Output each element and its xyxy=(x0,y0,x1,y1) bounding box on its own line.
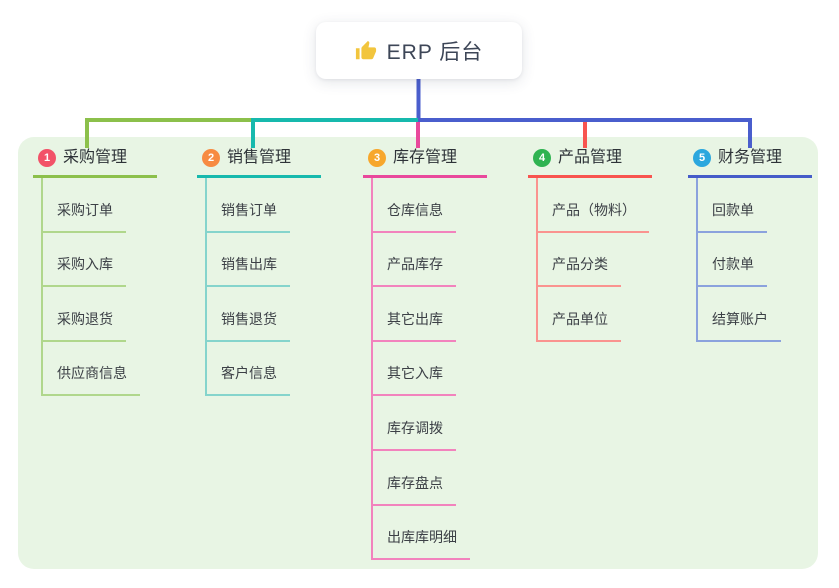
branch-2: 2 销售管理销售订单销售出库销售退货客户信息 xyxy=(197,147,322,397)
branch-number-badge: 2 xyxy=(202,149,220,167)
branches-panel xyxy=(18,137,818,569)
branch-2-connector xyxy=(251,118,418,148)
branch-items-connector xyxy=(536,178,538,342)
child-node[interactable]: 仓库信息 xyxy=(371,178,456,233)
child-node[interactable]: 其它出库 xyxy=(371,287,456,342)
branch-3: 3 库存管理仓库信息产品库存其它出库其它入库库存调拨库存盘点出库库明细 xyxy=(363,147,488,561)
child-node[interactable]: 销售出库 xyxy=(205,233,290,288)
branch-node[interactable]: 4 产品管理 xyxy=(528,147,653,178)
branch-items: 仓库信息产品库存其它出库其它入库库存调拨库存盘点出库库明细 xyxy=(363,178,487,561)
branch-number-badge: 4 xyxy=(533,149,551,167)
child-node[interactable]: 产品分类 xyxy=(536,233,621,288)
root-node-label: ERP 后台 xyxy=(386,40,484,64)
child-node[interactable]: 采购退货 xyxy=(41,287,126,342)
branch-number-badge: 5 xyxy=(693,149,711,167)
branch-items-connector xyxy=(371,178,373,561)
root-node[interactable]: ERP 后台 xyxy=(316,22,522,79)
branch-1-connector xyxy=(85,118,253,148)
branch-5-connector xyxy=(418,118,752,148)
branch-node[interactable]: 2 销售管理 xyxy=(197,147,322,178)
child-node[interactable]: 回款单 xyxy=(696,178,767,233)
child-node[interactable]: 结算账户 xyxy=(696,287,781,342)
child-node[interactable]: 付款单 xyxy=(696,233,767,288)
branch-node[interactable]: 1 采购管理 xyxy=(33,147,158,178)
branch-node[interactable]: 5 财务管理 xyxy=(688,147,813,178)
branch-4: 4 产品管理产品（物料）产品分类产品单位 xyxy=(528,147,653,342)
branch-title: 采购管理 xyxy=(63,149,128,166)
child-node[interactable]: 采购入库 xyxy=(41,233,126,288)
branch-title: 库存管理 xyxy=(393,149,458,166)
child-node[interactable]: 产品库存 xyxy=(371,233,456,288)
branch-items: 产品（物料）产品分类产品单位 xyxy=(528,178,652,342)
branch-1: 1 采购管理采购订单采购入库采购退货供应商信息 xyxy=(33,147,158,397)
branch-items-connector xyxy=(205,178,207,397)
child-node[interactable]: 出库库明细 xyxy=(371,506,470,561)
branch-title: 销售管理 xyxy=(227,149,292,166)
child-node[interactable]: 库存盘点 xyxy=(371,451,456,506)
branch-number-badge: 1 xyxy=(38,149,56,167)
child-node[interactable]: 客户信息 xyxy=(205,342,290,397)
thumbs-up-icon xyxy=(355,40,376,59)
branch-title: 财务管理 xyxy=(718,149,783,166)
branch-items-connector xyxy=(696,178,698,342)
branch-items-connector xyxy=(41,178,43,397)
branch-items: 采购订单采购入库采购退货供应商信息 xyxy=(33,178,157,397)
child-node[interactable]: 库存调拨 xyxy=(371,396,456,451)
branch-items: 回款单付款单结算账户 xyxy=(688,178,812,342)
branch-title: 产品管理 xyxy=(558,149,623,166)
child-node[interactable]: 销售订单 xyxy=(205,178,290,233)
child-node[interactable]: 其它入库 xyxy=(371,342,456,397)
child-node[interactable]: 产品单位 xyxy=(536,287,621,342)
child-node[interactable]: 供应商信息 xyxy=(41,342,140,397)
branch-items: 销售订单销售出库销售退货客户信息 xyxy=(197,178,321,397)
child-node[interactable]: 采购订单 xyxy=(41,178,126,233)
branch-number-badge: 3 xyxy=(368,149,386,167)
child-node[interactable]: 产品（物料） xyxy=(536,178,649,233)
child-node[interactable]: 销售退货 xyxy=(205,287,290,342)
branch-node[interactable]: 3 库存管理 xyxy=(363,147,488,178)
branch-5: 5 财务管理回款单付款单结算账户 xyxy=(688,147,813,342)
